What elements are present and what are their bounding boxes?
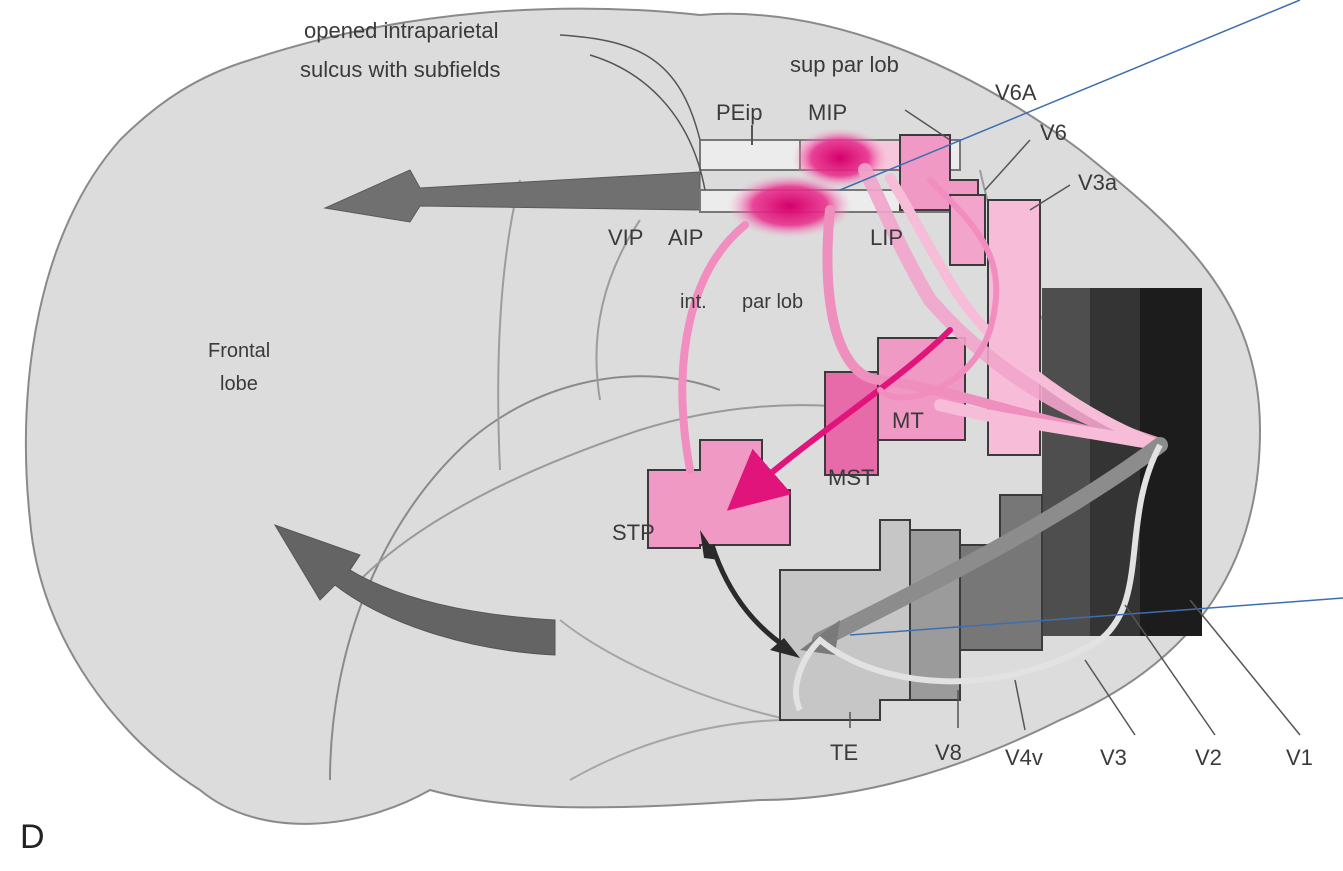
label-v4v: V4v xyxy=(1005,745,1043,770)
label-par-lob: par lob xyxy=(742,291,803,313)
label-peip: PEip xyxy=(716,100,762,125)
label-te: TE xyxy=(830,740,858,765)
label-v3: V3 xyxy=(1100,745,1127,770)
label-v2: V2 xyxy=(1195,745,1222,770)
label-v8: V8 xyxy=(935,740,962,765)
area-v3 xyxy=(1042,288,1090,636)
label-lobe: lobe xyxy=(220,373,258,395)
label-vip: VIP xyxy=(608,225,643,250)
label-mip: MIP xyxy=(808,100,847,125)
label-lip: LIP xyxy=(870,225,903,250)
label-stp: STP xyxy=(612,520,655,545)
panel-label: D xyxy=(20,818,45,856)
label-int: int. xyxy=(680,291,707,313)
label-frontal: Frontal xyxy=(208,340,270,362)
label-v3a: V3a xyxy=(1078,170,1118,195)
label-mst: MST xyxy=(828,465,874,490)
label-v6a: V6A xyxy=(995,80,1037,105)
label-v6: V6 xyxy=(1040,120,1067,145)
label-sup-par-lob: sup par lob xyxy=(790,52,899,77)
label-mt: MT xyxy=(892,408,924,433)
label-v1: V1 xyxy=(1286,745,1313,770)
label-opened-sulcus-2: sulcus with subfields xyxy=(300,57,501,82)
label-opened-sulcus: opened intraparietal xyxy=(304,18,498,43)
label-aip: AIP xyxy=(668,225,703,250)
